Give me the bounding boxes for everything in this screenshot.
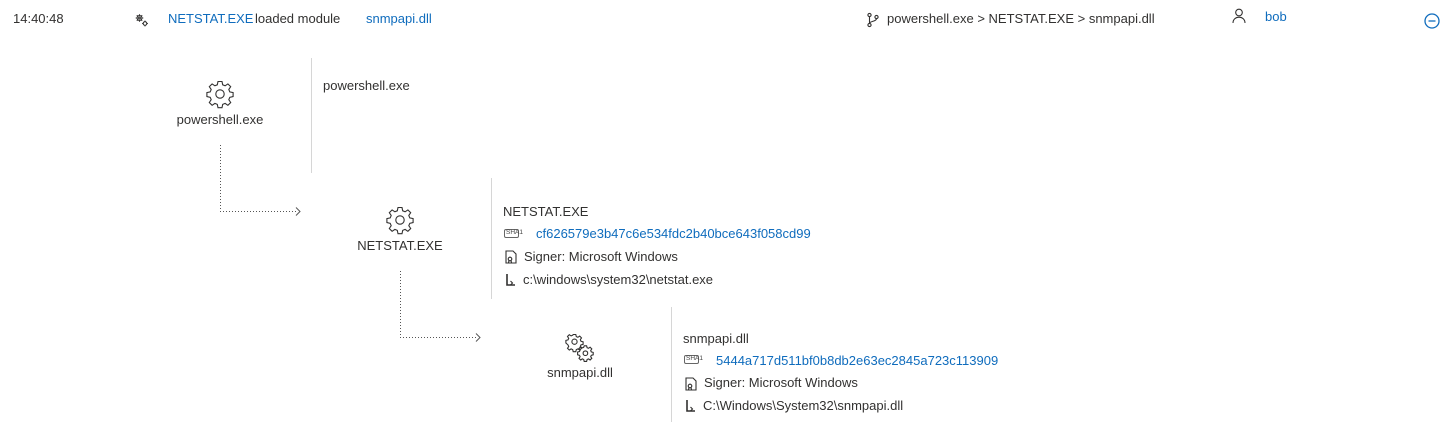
node-label-netstat: NETSTAT.EXE bbox=[357, 238, 443, 253]
path-icon bbox=[685, 399, 697, 413]
file-path: C:\Windows\System32\snmpapi.dll bbox=[703, 398, 904, 413]
sha1-icon: SHA1 bbox=[504, 229, 523, 238]
divider bbox=[311, 58, 312, 173]
gear-icon bbox=[385, 205, 415, 235]
details-name: snmpapi.dll bbox=[683, 331, 749, 346]
signer-text: Signer: Microsoft Windows bbox=[524, 249, 678, 264]
divider bbox=[491, 178, 492, 299]
event-action: loaded module bbox=[255, 11, 341, 26]
tree-connector bbox=[220, 145, 301, 216]
gear-icon bbox=[205, 79, 235, 109]
gears-icon bbox=[134, 12, 150, 28]
sha1-icon: SHA1 bbox=[684, 355, 703, 364]
event-process-link[interactable]: NETSTAT.EXE bbox=[168, 11, 254, 26]
user-link[interactable]: bob bbox=[1265, 9, 1287, 24]
sha1-hash-link[interactable]: cf626579e3b47c6e534fdc2b40bce643f058cd99 bbox=[536, 226, 811, 241]
collapse-circle-icon[interactable] bbox=[1424, 13, 1440, 29]
signer-text: Signer: Microsoft Windows bbox=[704, 375, 858, 390]
node-label-snmpapi: snmpapi.dll bbox=[547, 365, 613, 380]
certificate-icon bbox=[685, 377, 697, 391]
event-time: 14:40:48 bbox=[13, 11, 64, 26]
path-icon bbox=[505, 273, 517, 287]
node-label-powershell: powershell.exe bbox=[176, 112, 264, 127]
divider bbox=[671, 307, 672, 422]
tree-connector bbox=[400, 271, 481, 342]
branch-icon bbox=[866, 12, 880, 28]
person-icon bbox=[1232, 8, 1246, 24]
gears-icon bbox=[565, 333, 595, 362]
process-chain: powershell.exe > NETSTAT.EXE > snmpapi.d… bbox=[887, 11, 1155, 26]
details-name: NETSTAT.EXE bbox=[503, 204, 589, 219]
event-module-link[interactable]: snmpapi.dll bbox=[366, 11, 432, 26]
sha1-hash-link[interactable]: 5444a717d511bf0b8db2e63ec2845a723c113909 bbox=[716, 353, 999, 368]
certificate-icon bbox=[505, 250, 517, 264]
details-name: powershell.exe bbox=[323, 78, 410, 93]
file-path: c:\windows\system32\netstat.exe bbox=[523, 272, 714, 287]
